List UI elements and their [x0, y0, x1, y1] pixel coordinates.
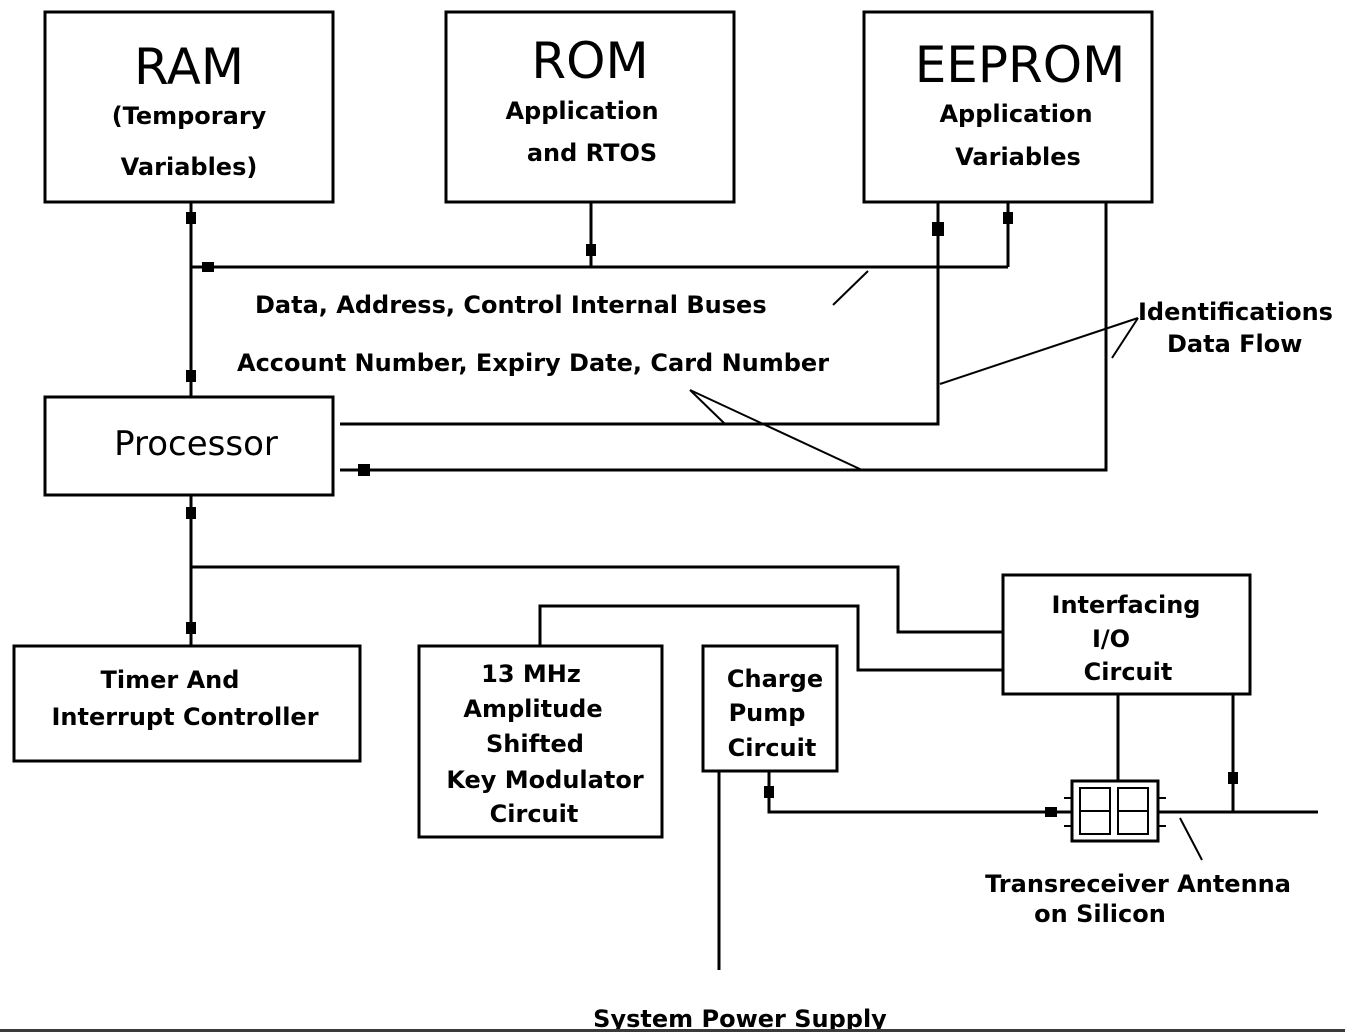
processor-io-wire [191, 565, 1003, 634]
ram-title: RAM [134, 38, 244, 96]
bottom-edge-bar [0, 1029, 1345, 1032]
eeprom-title: EEPROM [915, 36, 1126, 94]
modulator-line-3: Shifted [486, 730, 584, 758]
account-callout-line-1 [689, 389, 726, 425]
io-line-2: I/O [1092, 625, 1130, 653]
modulator-io-wire [538, 604, 1003, 672]
ram-line-1: (Temporary [112, 102, 267, 130]
connection-dots [186, 212, 1238, 817]
rom-title: ROM [531, 32, 648, 90]
junction-dot [186, 370, 196, 382]
timer-block [12, 644, 362, 763]
io-line-3: Circuit [1084, 658, 1173, 686]
charge-pump-line-3: Circuit [728, 734, 817, 762]
id-callout-line-2 [1111, 317, 1139, 359]
account-callout-line-2 [689, 389, 863, 471]
io-block [1001, 573, 1252, 696]
identification-label-1: Identifications [1138, 298, 1333, 326]
charge-pump-line-2: Pump [729, 699, 806, 727]
junction-dot [186, 212, 196, 224]
antenna-label-1: Transreceiver Antenna [985, 870, 1291, 898]
junction-dot [586, 244, 596, 256]
modulator-line-1: 13 MHz [481, 660, 581, 688]
junction-dot [358, 464, 370, 476]
junction-dot [1003, 212, 1013, 224]
timer-line-2: Interrupt Controller [51, 703, 318, 731]
rom-block [444, 10, 736, 204]
antenna-label-2: on Silicon [1034, 900, 1166, 928]
buses-label: Data, Address, Control Internal Buses [255, 291, 767, 319]
rom-line-1: Application [505, 97, 658, 125]
account-label: Account Number, Expiry Date, Card Number [237, 349, 829, 377]
io-line-1: Interfacing [1052, 591, 1201, 619]
eeprom-line-1: Application [939, 100, 1092, 128]
power-supply-label: System Power Supply [593, 1005, 887, 1032]
identification-wire [340, 202, 1108, 472]
junction-dot [202, 262, 214, 272]
modulator-line-4: Key Modulator [446, 766, 643, 794]
modulator-line-5: Circuit [490, 800, 579, 828]
processor-block [43, 395, 335, 497]
id-callout-line-1 [939, 317, 1139, 385]
bus-callout-line [832, 270, 869, 306]
junction-dot [1228, 772, 1238, 784]
junction-dot [1045, 807, 1057, 817]
modulator-block [417, 644, 664, 839]
modulator-line-2: Amplitude [463, 695, 602, 723]
rom-line-2: and RTOS [527, 139, 657, 167]
eeprom-processor-wire [340, 202, 940, 426]
charge-pump-antenna-wire [767, 771, 1072, 814]
charge-pump-line-1: Charge [727, 665, 823, 693]
ram-line-2: Variables) [121, 153, 258, 181]
processor-title: Processor [114, 424, 278, 464]
junction-dot [764, 786, 774, 798]
eeprom-block [862, 10, 1154, 204]
timer-line-1: Timer And [101, 666, 240, 694]
junction-dot [186, 622, 196, 634]
junction-dot [932, 222, 944, 236]
identification-label-2: Data Flow [1167, 330, 1302, 358]
ram-block [43, 10, 335, 204]
eeprom-line-2: Variables [955, 143, 1081, 171]
antenna-chip-icon [1064, 779, 1166, 843]
junction-dot [186, 507, 196, 519]
antenna-callout-line [1179, 817, 1203, 861]
